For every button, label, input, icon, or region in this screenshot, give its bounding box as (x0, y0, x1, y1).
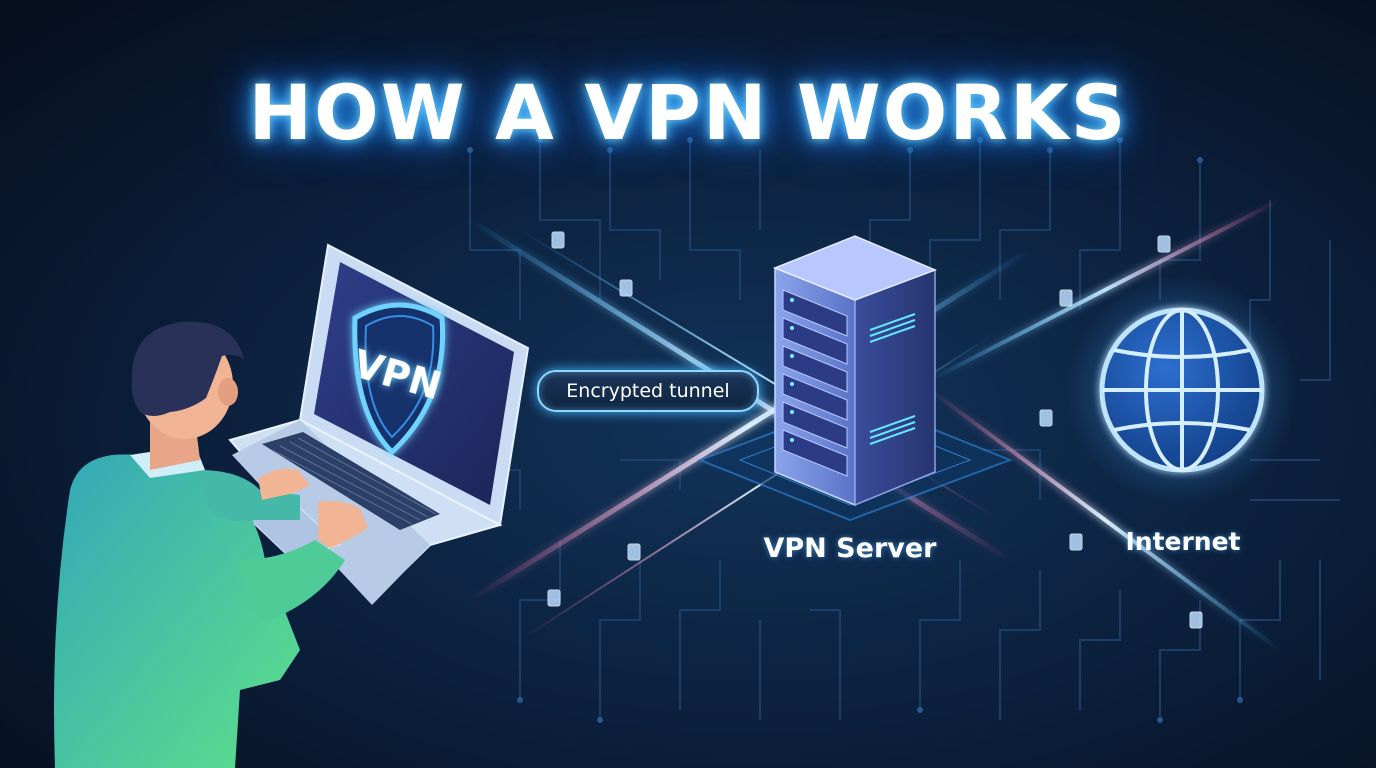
shield-icon: VPN (348, 302, 446, 456)
server-rack-icon (772, 235, 938, 507)
page-title: HOW A VPN WORKS (248, 68, 1128, 157)
person-illustration (54, 321, 368, 768)
encrypted-tunnel-label: Encrypted tunnel (537, 370, 759, 412)
light-beams (468, 198, 1282, 652)
internet-label: Internet (1125, 527, 1241, 556)
data-packet-icon (547, 231, 1203, 629)
vpn-server-label: VPN Server (763, 533, 937, 564)
globe-icon (1067, 275, 1297, 505)
